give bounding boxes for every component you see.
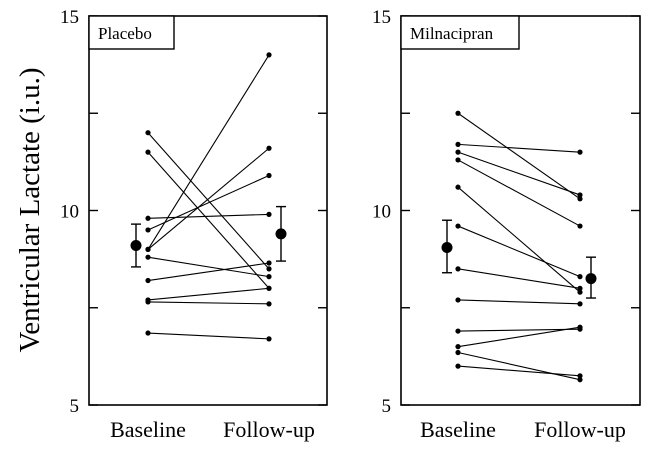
- subject-line: [457, 159, 581, 227]
- y-axis-label: Ventricular Lactate (i.u.): [14, 67, 46, 352]
- subject-line: [147, 132, 270, 270]
- subject-point-followup: [266, 336, 272, 342]
- panel-label-box: [88, 15, 175, 50]
- x-category-label: Baseline: [110, 417, 186, 442]
- x-category-label: Baseline: [420, 417, 496, 442]
- subject-line: [457, 351, 581, 381]
- subject-point-followup: [577, 223, 583, 229]
- subject-point-baseline: [455, 110, 461, 116]
- subject-point-followup: [577, 274, 583, 280]
- subject-point-baseline: [145, 227, 151, 233]
- x-category-label: Follow-up: [223, 417, 315, 442]
- subject-line: [147, 262, 270, 282]
- subject-point-baseline: [145, 215, 151, 221]
- mean-marker: [275, 228, 287, 240]
- subject-line: [147, 147, 270, 250]
- subject-point-baseline: [145, 246, 151, 252]
- subject-line: [147, 256, 270, 278]
- subject-line: [457, 112, 581, 200]
- subject-point-followup: [577, 324, 583, 330]
- subject-point-baseline: [145, 330, 151, 336]
- subject-point-baseline: [145, 130, 151, 136]
- subject-point-followup: [266, 172, 272, 179]
- subject-point-baseline: [455, 266, 461, 272]
- subject-point-followup: [266, 211, 272, 217]
- subject-point-followup: [577, 373, 583, 379]
- subject-line: [147, 174, 270, 231]
- subject-point-followup: [577, 192, 583, 198]
- subject-line: [147, 287, 270, 301]
- subject-line: [147, 54, 270, 250]
- subject-point-followup: [266, 274, 272, 280]
- subject-point-followup: [577, 149, 583, 155]
- plot-frame: [88, 15, 328, 406]
- subject-point-followup: [266, 266, 272, 272]
- subject-line: [147, 301, 270, 305]
- subject-point-followup: [266, 285, 272, 291]
- subject-point-followup: [266, 145, 272, 151]
- subject-line: [457, 268, 581, 289]
- y-tick-label: 10: [60, 202, 79, 223]
- subject-line: [457, 143, 581, 153]
- plot-frame: [400, 15, 641, 406]
- subject-point-baseline: [455, 297, 461, 303]
- subject-point-followup: [266, 52, 272, 58]
- mean-marker: [585, 273, 597, 285]
- subject-point-followup: [577, 285, 583, 291]
- subject-line: [457, 365, 581, 377]
- subject-point-baseline: [455, 149, 461, 155]
- subject-point-baseline: [455, 184, 461, 190]
- panel-label-box: [400, 15, 520, 50]
- subject-line: [147, 213, 270, 219]
- subject-line: [457, 225, 581, 278]
- subject-point-followup: [577, 301, 583, 307]
- y-tick-label: 10: [372, 202, 391, 223]
- subject-line: [147, 332, 270, 340]
- panel-label: Milnacipran: [410, 24, 494, 43]
- subject-line: [457, 328, 581, 332]
- y-tick-label: 15: [372, 7, 391, 28]
- mean-marker: [441, 241, 453, 253]
- y-tick-label: 5: [70, 396, 80, 417]
- panel-label: Placebo: [98, 24, 152, 43]
- subject-point-followup: [577, 196, 583, 202]
- subject-point-baseline: [145, 149, 151, 155]
- subject-point-baseline: [145, 277, 151, 284]
- subject-point-baseline: [455, 349, 461, 356]
- subject-point-followup: [266, 301, 272, 307]
- subject-point-baseline: [145, 254, 151, 260]
- subject-point-baseline: [455, 141, 461, 147]
- subject-point-followup: [577, 377, 583, 383]
- subject-line: [457, 151, 581, 196]
- subject-point-baseline: [455, 157, 461, 163]
- subject-line: [457, 186, 581, 293]
- mean-marker: [130, 240, 142, 252]
- y-tick-label: 5: [382, 396, 392, 417]
- subject-point-baseline: [455, 223, 461, 229]
- subject-point-followup: [577, 289, 583, 295]
- subject-point-baseline: [145, 299, 151, 305]
- subject-point-followup: [266, 260, 272, 266]
- subject-point-baseline: [455, 328, 461, 334]
- y-tick-label: 15: [60, 7, 79, 28]
- subject-line: [457, 299, 581, 305]
- subject-point-baseline: [455, 344, 461, 350]
- x-category-label: Follow-up: [534, 417, 626, 442]
- subject-line: [457, 326, 581, 348]
- subject-point-baseline: [455, 363, 461, 369]
